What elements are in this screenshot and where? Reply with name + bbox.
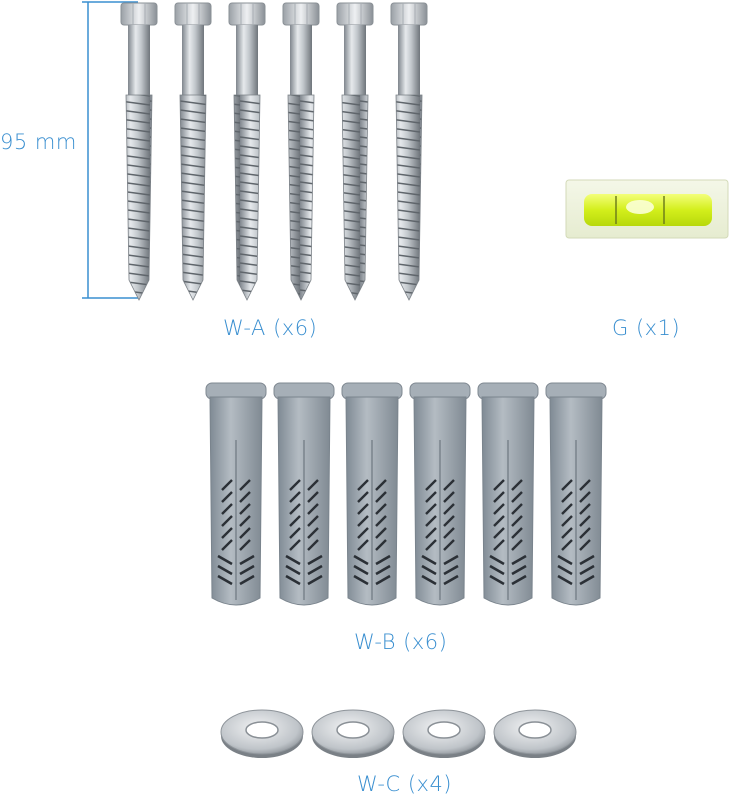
washer — [311, 709, 395, 758]
wall-plug — [205, 382, 267, 606]
wall-plug — [545, 382, 607, 606]
wall-plug — [341, 382, 403, 606]
washer — [220, 709, 304, 758]
screw — [336, 2, 374, 301]
screw — [228, 2, 266, 301]
dimension-label: 95 mm — [0, 130, 77, 154]
wall-plug — [477, 382, 539, 606]
label-wc: W-C (x4) — [357, 772, 453, 796]
wall-plug — [409, 382, 471, 606]
washer — [493, 709, 577, 758]
level-bubble — [626, 200, 654, 214]
screw — [174, 2, 212, 301]
screw — [282, 2, 320, 301]
label-wb: W-B (x6) — [354, 630, 448, 654]
wall-plug — [273, 382, 335, 606]
label-wa: W-A (x6) — [223, 316, 318, 340]
screw — [120, 2, 158, 301]
screw — [390, 2, 428, 301]
washer — [402, 709, 486, 758]
label-g: G (x1) — [612, 316, 681, 340]
